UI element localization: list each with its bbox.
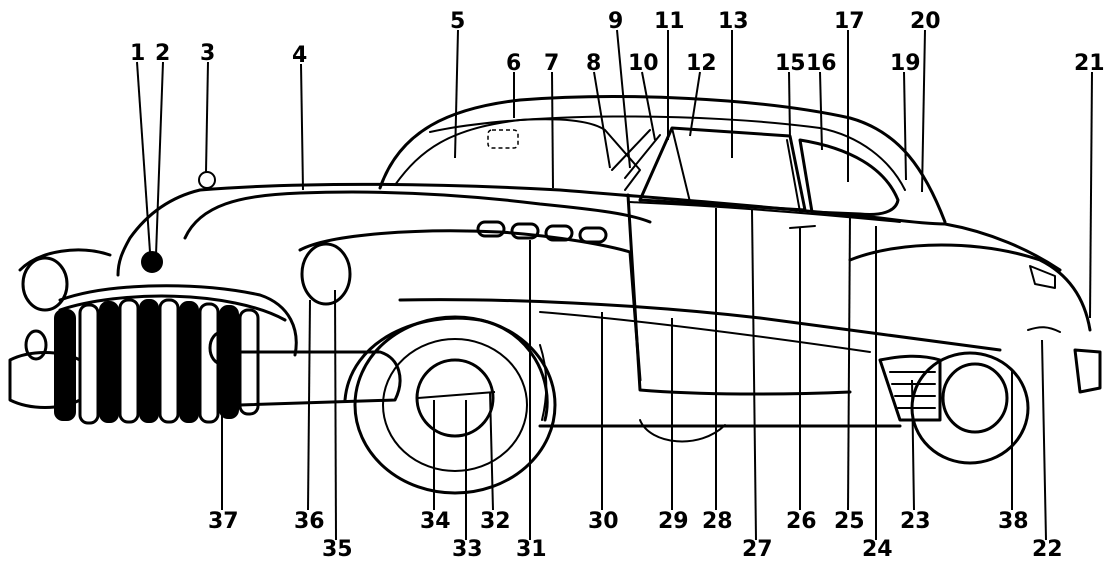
callout-29: 29 [658, 509, 689, 534]
body-side [398, 193, 1102, 428]
callout-8: 8 [586, 51, 601, 76]
callout-34: 34 [420, 509, 451, 534]
grille [54, 294, 287, 425]
callout-10: 10 [628, 51, 659, 76]
callout-numbers: 1 2 3 4 5 6 7 8 9 10 11 12 13 15 16 17 1… [130, 9, 1104, 562]
callout-12: 12 [686, 51, 717, 76]
leader-lines [136, 29, 1093, 541]
callout-6: 6 [506, 51, 521, 76]
running-wheel-well [539, 344, 548, 421]
callout-7: 7 [544, 51, 559, 76]
hood-emblem [141, 251, 163, 273]
callout-25: 25 [834, 509, 865, 534]
callout-32: 32 [480, 509, 511, 534]
callout-26: 26 [786, 509, 817, 534]
callout-5: 5 [450, 9, 465, 34]
portholes [476, 220, 608, 244]
front-hubcap [415, 358, 495, 438]
callout-36: 36 [294, 509, 325, 534]
callout-21: 21 [1074, 51, 1104, 76]
callout-24: 24 [862, 537, 893, 562]
callout-3: 3 [200, 41, 215, 66]
callout-22: 22 [1032, 537, 1063, 562]
belt-molding-inner [627, 201, 901, 223]
callout-9: 9 [608, 9, 623, 34]
hood-ornament [198, 171, 216, 189]
hood [116, 171, 652, 277]
dome-light [487, 129, 519, 149]
callout-27: 27 [742, 537, 773, 562]
front-fender [18, 229, 642, 382]
headlight-right [300, 242, 352, 306]
callout-1: 1 [130, 41, 145, 66]
callout-20: 20 [910, 9, 941, 34]
callout-30: 30 [588, 509, 619, 534]
callout-23: 23 [900, 509, 931, 534]
callout-35: 35 [322, 537, 353, 562]
callout-28: 28 [702, 509, 733, 534]
front-bumper [8, 329, 402, 409]
headlight-left [21, 256, 69, 312]
belt-molding [198, 182, 947, 226]
callout-31: 31 [516, 537, 547, 562]
callout-13: 13 [718, 9, 749, 34]
callout-2: 2 [155, 41, 170, 66]
callout-33: 33 [452, 537, 483, 562]
callout-16: 16 [806, 51, 837, 76]
callout-17: 17 [834, 9, 865, 34]
rear-hubcap [941, 362, 1009, 434]
callout-15: 15 [775, 51, 806, 76]
callout-37: 37 [208, 509, 239, 534]
callout-38: 38 [998, 509, 1029, 534]
callout-11: 11 [654, 9, 685, 34]
callout-4: 4 [292, 43, 307, 68]
windshield [394, 118, 641, 191]
callout-19: 19 [890, 51, 921, 76]
front-wheel [343, 315, 557, 495]
rear-wheel [639, 351, 1030, 465]
